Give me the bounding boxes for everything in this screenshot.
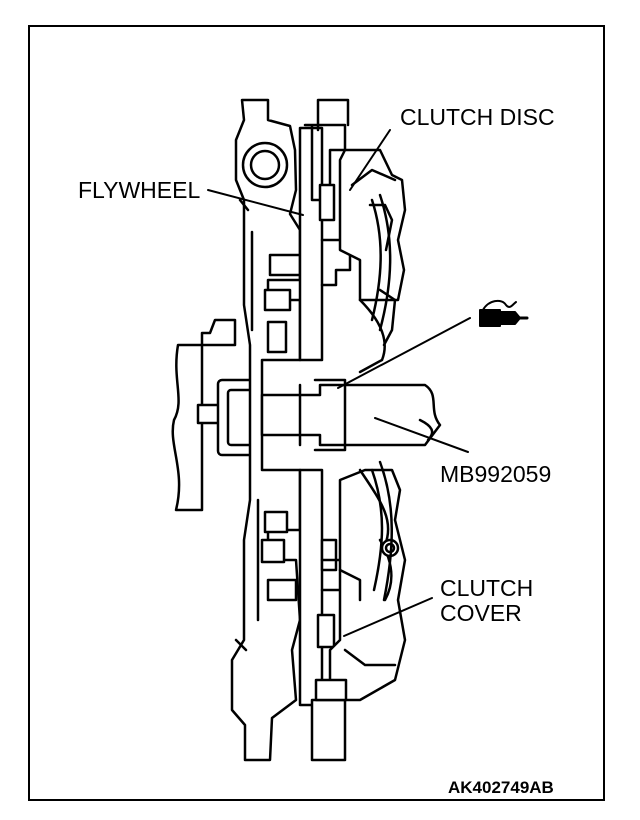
leader-clutch-cover <box>343 597 433 637</box>
leader-clutch-disc <box>349 129 391 191</box>
figure-reference: AK402749AB <box>448 778 554 797</box>
clutch-cover-body <box>310 98 407 762</box>
special-tool <box>260 378 442 452</box>
bolts <box>260 253 302 602</box>
clutch-disc-label: CLUTCH DISC <box>400 104 555 130</box>
crankshaft <box>171 318 262 512</box>
leader-flywheel <box>207 189 304 216</box>
tool-label: MB992059 <box>440 461 552 487</box>
clutch-cover-label-line2: COVER <box>440 600 522 626</box>
clutch-disc-plates <box>298 123 354 707</box>
diaphragm-spring <box>370 193 393 602</box>
leader-grease <box>337 317 471 389</box>
clutch-cover-label-line1: CLUTCH <box>440 575 534 601</box>
leader-lines <box>207 129 471 637</box>
leader-tool <box>374 417 469 453</box>
grease-brush-icon <box>479 299 529 327</box>
flywheel-label: FLYWHEEL <box>78 177 201 203</box>
